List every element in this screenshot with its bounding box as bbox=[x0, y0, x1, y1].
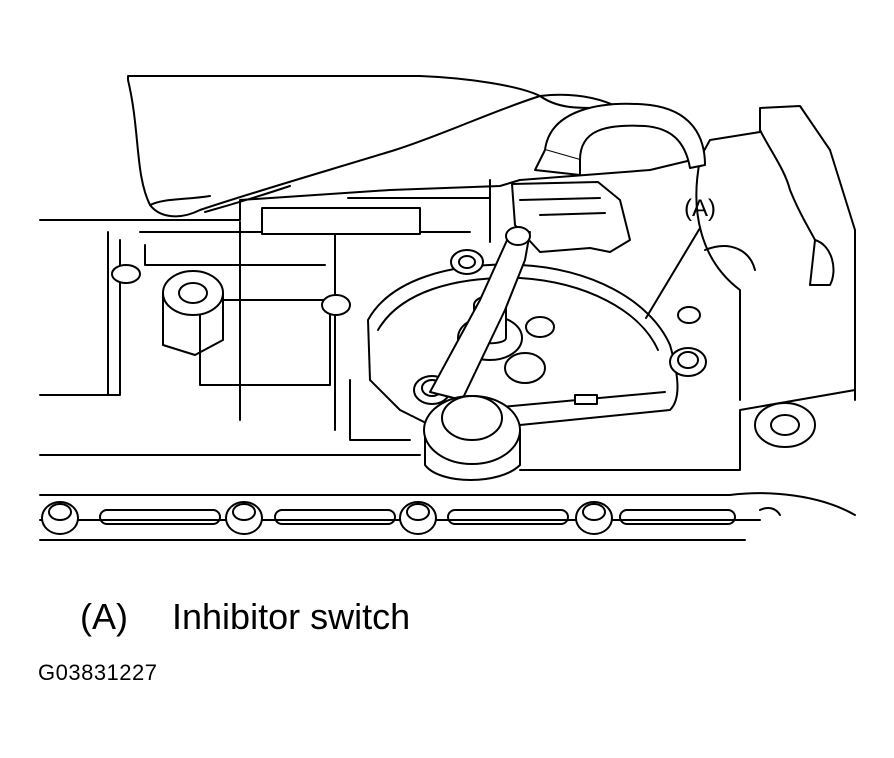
legend-label: Inhibitor switch bbox=[172, 596, 411, 637]
legend-letter: (A) bbox=[80, 596, 128, 637]
connector bbox=[511, 181, 631, 253]
bolt-top bbox=[450, 249, 484, 275]
hose bbox=[534, 102, 706, 176]
transmission-diagram: (A) bbox=[39, 75, 856, 541]
pan-bolt bbox=[575, 501, 613, 535]
transmission-case bbox=[39, 105, 856, 471]
pan-bolt bbox=[399, 501, 437, 535]
bolt-right bbox=[669, 347, 707, 377]
callout-leader bbox=[645, 227, 701, 319]
pan-bolts bbox=[41, 501, 613, 535]
inhibitor-switch bbox=[367, 263, 679, 431]
mounting-boss bbox=[111, 264, 351, 356]
callout-marker: (A) bbox=[684, 195, 716, 222]
oil-pan-flange bbox=[39, 492, 856, 541]
legend: (A) Inhibitor switch bbox=[80, 596, 410, 638]
figure-id: G03831227 bbox=[38, 660, 158, 685]
pan-bolt bbox=[41, 501, 79, 535]
manual-lever bbox=[429, 226, 531, 401]
lever-hub bbox=[423, 395, 521, 481]
mounting-boss-right bbox=[677, 306, 816, 448]
pan-bolt bbox=[225, 501, 263, 535]
